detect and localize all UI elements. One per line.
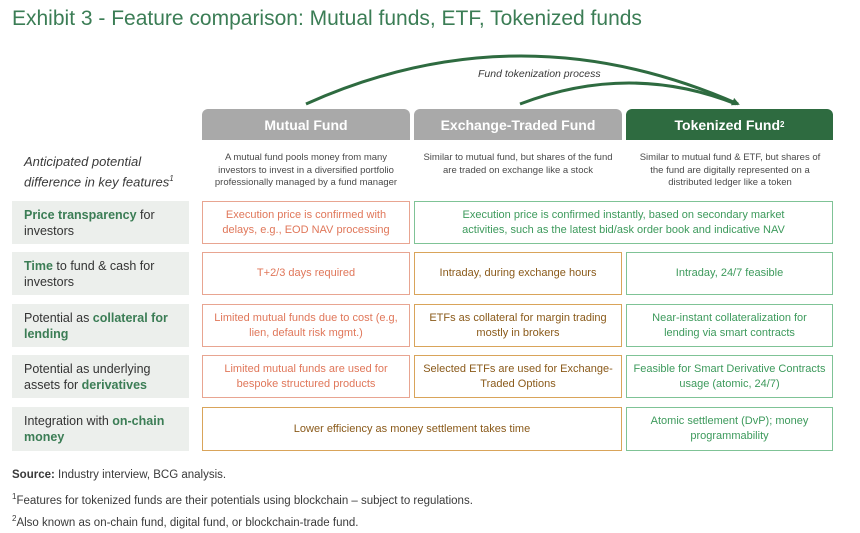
row-label-collateral: Potential as collateral for lending: [12, 304, 189, 347]
desc-mutual-fund: A mutual fund pools money from many inve…: [214, 152, 398, 188]
header-mutual-fund: Mutual Fund: [202, 109, 410, 140]
desc-etf: Similar to mutual fund, but shares of th…: [423, 152, 613, 176]
cell-collateral-tok: Near-instant collateralization for lendi…: [626, 304, 833, 347]
cell-time-etf: Intraday, during exchange hours: [414, 252, 622, 295]
footnote-1: 1Features for tokenized funds are their …: [12, 492, 473, 507]
cell-price-mf: Execution price is confirmed with delays…: [202, 201, 410, 244]
row-label-onchain-money: Integration with on-chain money: [12, 407, 189, 451]
arrow-mutual-to-tokenized: [305, 54, 740, 106]
cell-collateral-etf: ETFs as collateral for margin trading mo…: [414, 304, 622, 347]
cell-time-tok: Intraday, 24/7 feasible: [626, 252, 833, 295]
desc-tokenized-fund: Similar to mutual fund & ETF, but shares…: [639, 152, 821, 188]
source-note: Source: Industry interview, BCG analysis…: [12, 469, 227, 481]
cell-time-mf: T+2/3 days required: [202, 252, 410, 295]
cell-derivatives-tok: Feasible for Smart Derivative Contracts …: [626, 355, 833, 398]
row-label-time: Time to fund & cash for investors: [12, 252, 189, 295]
cell-derivatives-etf: Selected ETFs are used for Exchange-Trad…: [414, 355, 622, 398]
footnote-2: 2Also known as on-chain fund, digital fu…: [12, 514, 359, 529]
exhibit-title: Exhibit 3 - Feature comparison: Mutual f…: [12, 7, 642, 30]
cell-derivatives-mf: Limited mutual funds are used for bespok…: [202, 355, 410, 398]
header-etf: Exchange-Traded Fund: [414, 109, 622, 140]
arrow-etf-to-tokenized: [519, 81, 737, 106]
cell-onchain-tok: Atomic settlement (DvP); money programma…: [626, 407, 833, 451]
cell-price-etf-tok: Execution price is confirmed instantly, …: [414, 201, 833, 244]
row-label-price-transparency: Price transparency for investors: [12, 201, 189, 244]
cell-onchain-mf-etf: Lower efficiency as money settlement tak…: [202, 407, 622, 451]
cell-collateral-mf: Limited mutual funds due to cost (e.g, l…: [202, 304, 410, 347]
row-label-derivatives: Potential as underlying assets for deriv…: [12, 355, 189, 398]
process-label: Fund tokenization process: [478, 68, 601, 80]
key-features-label: Anticipated potential difference in key …: [24, 154, 174, 190]
